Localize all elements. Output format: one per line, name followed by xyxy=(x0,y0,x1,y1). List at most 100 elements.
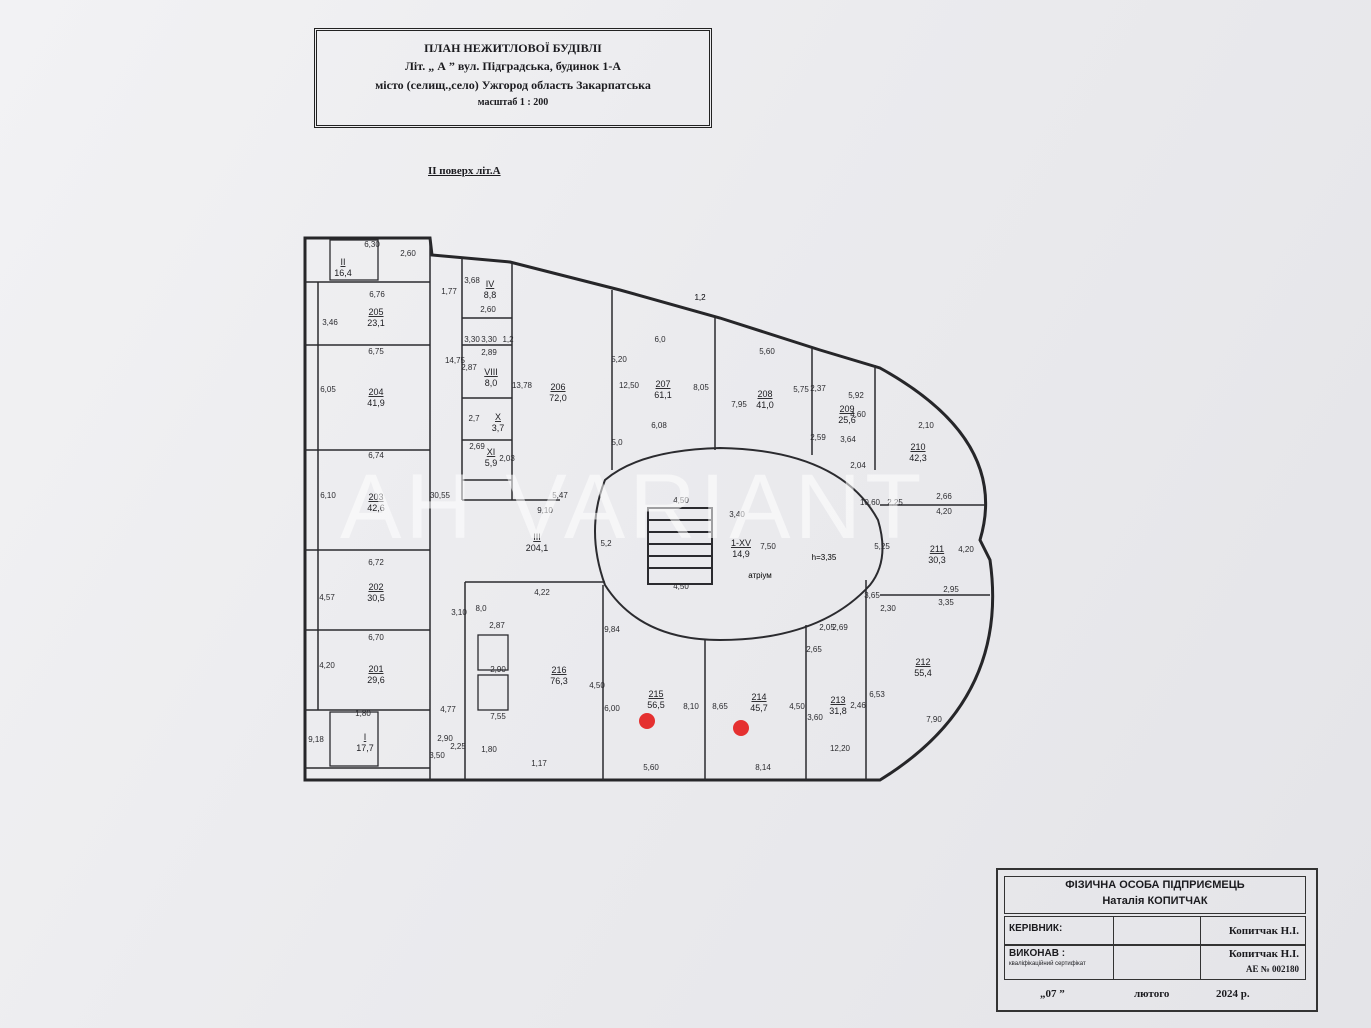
room-area: 30,3 xyxy=(928,555,946,565)
room-area: 29,6 xyxy=(367,675,385,685)
dimension-label: 7,55 xyxy=(490,712,506,721)
room-area: 25,6 xyxy=(838,415,856,425)
dimension-label: 10,60 xyxy=(860,498,881,507)
dimension-label: 5,20 xyxy=(611,355,627,364)
dimension-label: 5,47 xyxy=(552,491,568,500)
room-number: III xyxy=(533,532,541,542)
inner-walls xyxy=(305,238,990,780)
dimension-label: 2,69 xyxy=(469,442,485,451)
room-area: 42,3 xyxy=(909,453,927,463)
room-area: 31,8 xyxy=(829,706,847,716)
stamp-exec-name: Копитчак Н.І. xyxy=(1228,948,1299,960)
room-number: VIII xyxy=(484,367,498,377)
dimension-label: 6,10 xyxy=(320,491,336,500)
dimension-label: 2,04 xyxy=(850,461,866,470)
dimension-label: 12,20 xyxy=(830,744,851,753)
room-area: 23,1 xyxy=(367,318,385,328)
stamp-cert: АЕ № 002180 xyxy=(1245,964,1299,974)
room-area: 61,1 xyxy=(654,390,672,400)
stamp-signature-cell xyxy=(1114,917,1201,945)
lift-1 xyxy=(477,634,509,671)
dimension-label: 6,05 xyxy=(320,385,336,394)
stamp-exec-sub: кваліфікаційний сертифікат xyxy=(1009,961,1086,967)
dimension-label: 5,25 xyxy=(874,542,890,551)
room-number: 201 xyxy=(368,664,383,674)
room-area: 3,7 xyxy=(492,423,505,433)
dimension-label: 5,92 xyxy=(848,391,864,400)
dimension-label: 7,95 xyxy=(731,400,747,409)
dimension-label: 3,30 xyxy=(464,335,480,344)
dimension-label: 9,84 xyxy=(604,625,620,634)
stamp-person: Наталія КОПИТЧАК xyxy=(1102,895,1208,907)
dimension-label: 5,75 xyxy=(793,385,809,394)
room-area: 55,4 xyxy=(914,668,932,678)
dimension-label: 9,10 xyxy=(537,506,553,515)
atrium-outline xyxy=(594,446,884,642)
dimension-label: 2,89 xyxy=(481,348,497,357)
dimension-label: 4,77 xyxy=(440,705,456,714)
dimension-label: 6,76 xyxy=(369,290,385,299)
atrium-height: h=3,35 xyxy=(812,553,837,562)
dimension-label: 1,17 xyxy=(531,759,547,768)
dimension-label: 2,10 xyxy=(918,421,934,430)
dimension-label: 8,05 xyxy=(693,383,709,392)
dimension-label: 2,30 xyxy=(880,604,896,613)
room-area: 45,7 xyxy=(750,703,768,713)
dimension-label: 1,80 xyxy=(355,709,371,718)
dimension-label: 6,0 xyxy=(654,335,666,344)
stamp-date: „07 ” лютого 2024 р. xyxy=(1004,984,1304,1004)
markers xyxy=(639,713,749,736)
room-number: 215 xyxy=(648,689,663,699)
dimension-label: 14,75 xyxy=(445,356,466,365)
stamp-block: ФІЗИЧНА ОСОБА ПІДПРИЄМЕЦЬ Наталія КОПИТЧ… xyxy=(996,868,1318,1012)
stamp-org: ФІЗИЧНА ОСОБА ПІДПРИЄМЕЦЬ xyxy=(1065,879,1245,891)
room-label: IV8,8 xyxy=(484,279,497,300)
dimension-label: 8,0 xyxy=(475,604,487,613)
dimension-label: 2,60 xyxy=(480,305,496,314)
dimension-label: 3,60 xyxy=(807,713,823,722)
dimension-label: 8,14 xyxy=(755,763,771,772)
room-number: 204 xyxy=(368,387,383,397)
dimension-label: 8,65 xyxy=(712,702,728,711)
room-area: 17,7 xyxy=(356,743,374,753)
room-number: 1-XV xyxy=(731,538,751,548)
atrium-label: атріум xyxy=(748,571,772,580)
atrium xyxy=(594,446,884,642)
dimension-label: 8,10 xyxy=(683,702,699,711)
dimension-label: 4,57 xyxy=(319,593,335,602)
dimension-label: 4,50 xyxy=(673,496,689,505)
dimension-label: 3,68 xyxy=(464,276,480,285)
room-number: 214 xyxy=(751,692,766,702)
room-area: 204,1 xyxy=(526,543,549,553)
stamp-exec-row: ВИКОНАВ : кваліфікаційний сертифікат Коп… xyxy=(1004,944,1306,980)
dimension-label: 2,90 xyxy=(490,665,506,674)
stair-I xyxy=(329,711,379,767)
dimension-label: 7,90 xyxy=(926,715,942,724)
stamp-day: „07 ” xyxy=(1040,988,1065,1000)
dimension-label: 13,78 xyxy=(512,381,533,390)
room-number: 212 xyxy=(915,657,930,667)
dimension-label: 4,20 xyxy=(936,507,952,516)
dimension-label: 2,7 xyxy=(468,414,480,423)
dimension-label: 1,2 xyxy=(694,293,706,302)
room-number: II xyxy=(340,257,345,267)
room-label: X3,7 xyxy=(492,412,505,433)
dimension-label: 4,20 xyxy=(319,661,335,670)
stamp-head-label: КЕРІВНИК: xyxy=(1009,923,1063,934)
room-label: I17,7 xyxy=(356,732,374,753)
dimension-label: 3,50 xyxy=(429,751,445,760)
dimension-label: 6,00 xyxy=(604,704,620,713)
stamp-cell: ВИКОНАВ : кваліфікаційний сертифікат xyxy=(1005,945,1114,979)
room-number: 208 xyxy=(757,389,772,399)
stair-II xyxy=(329,239,379,281)
